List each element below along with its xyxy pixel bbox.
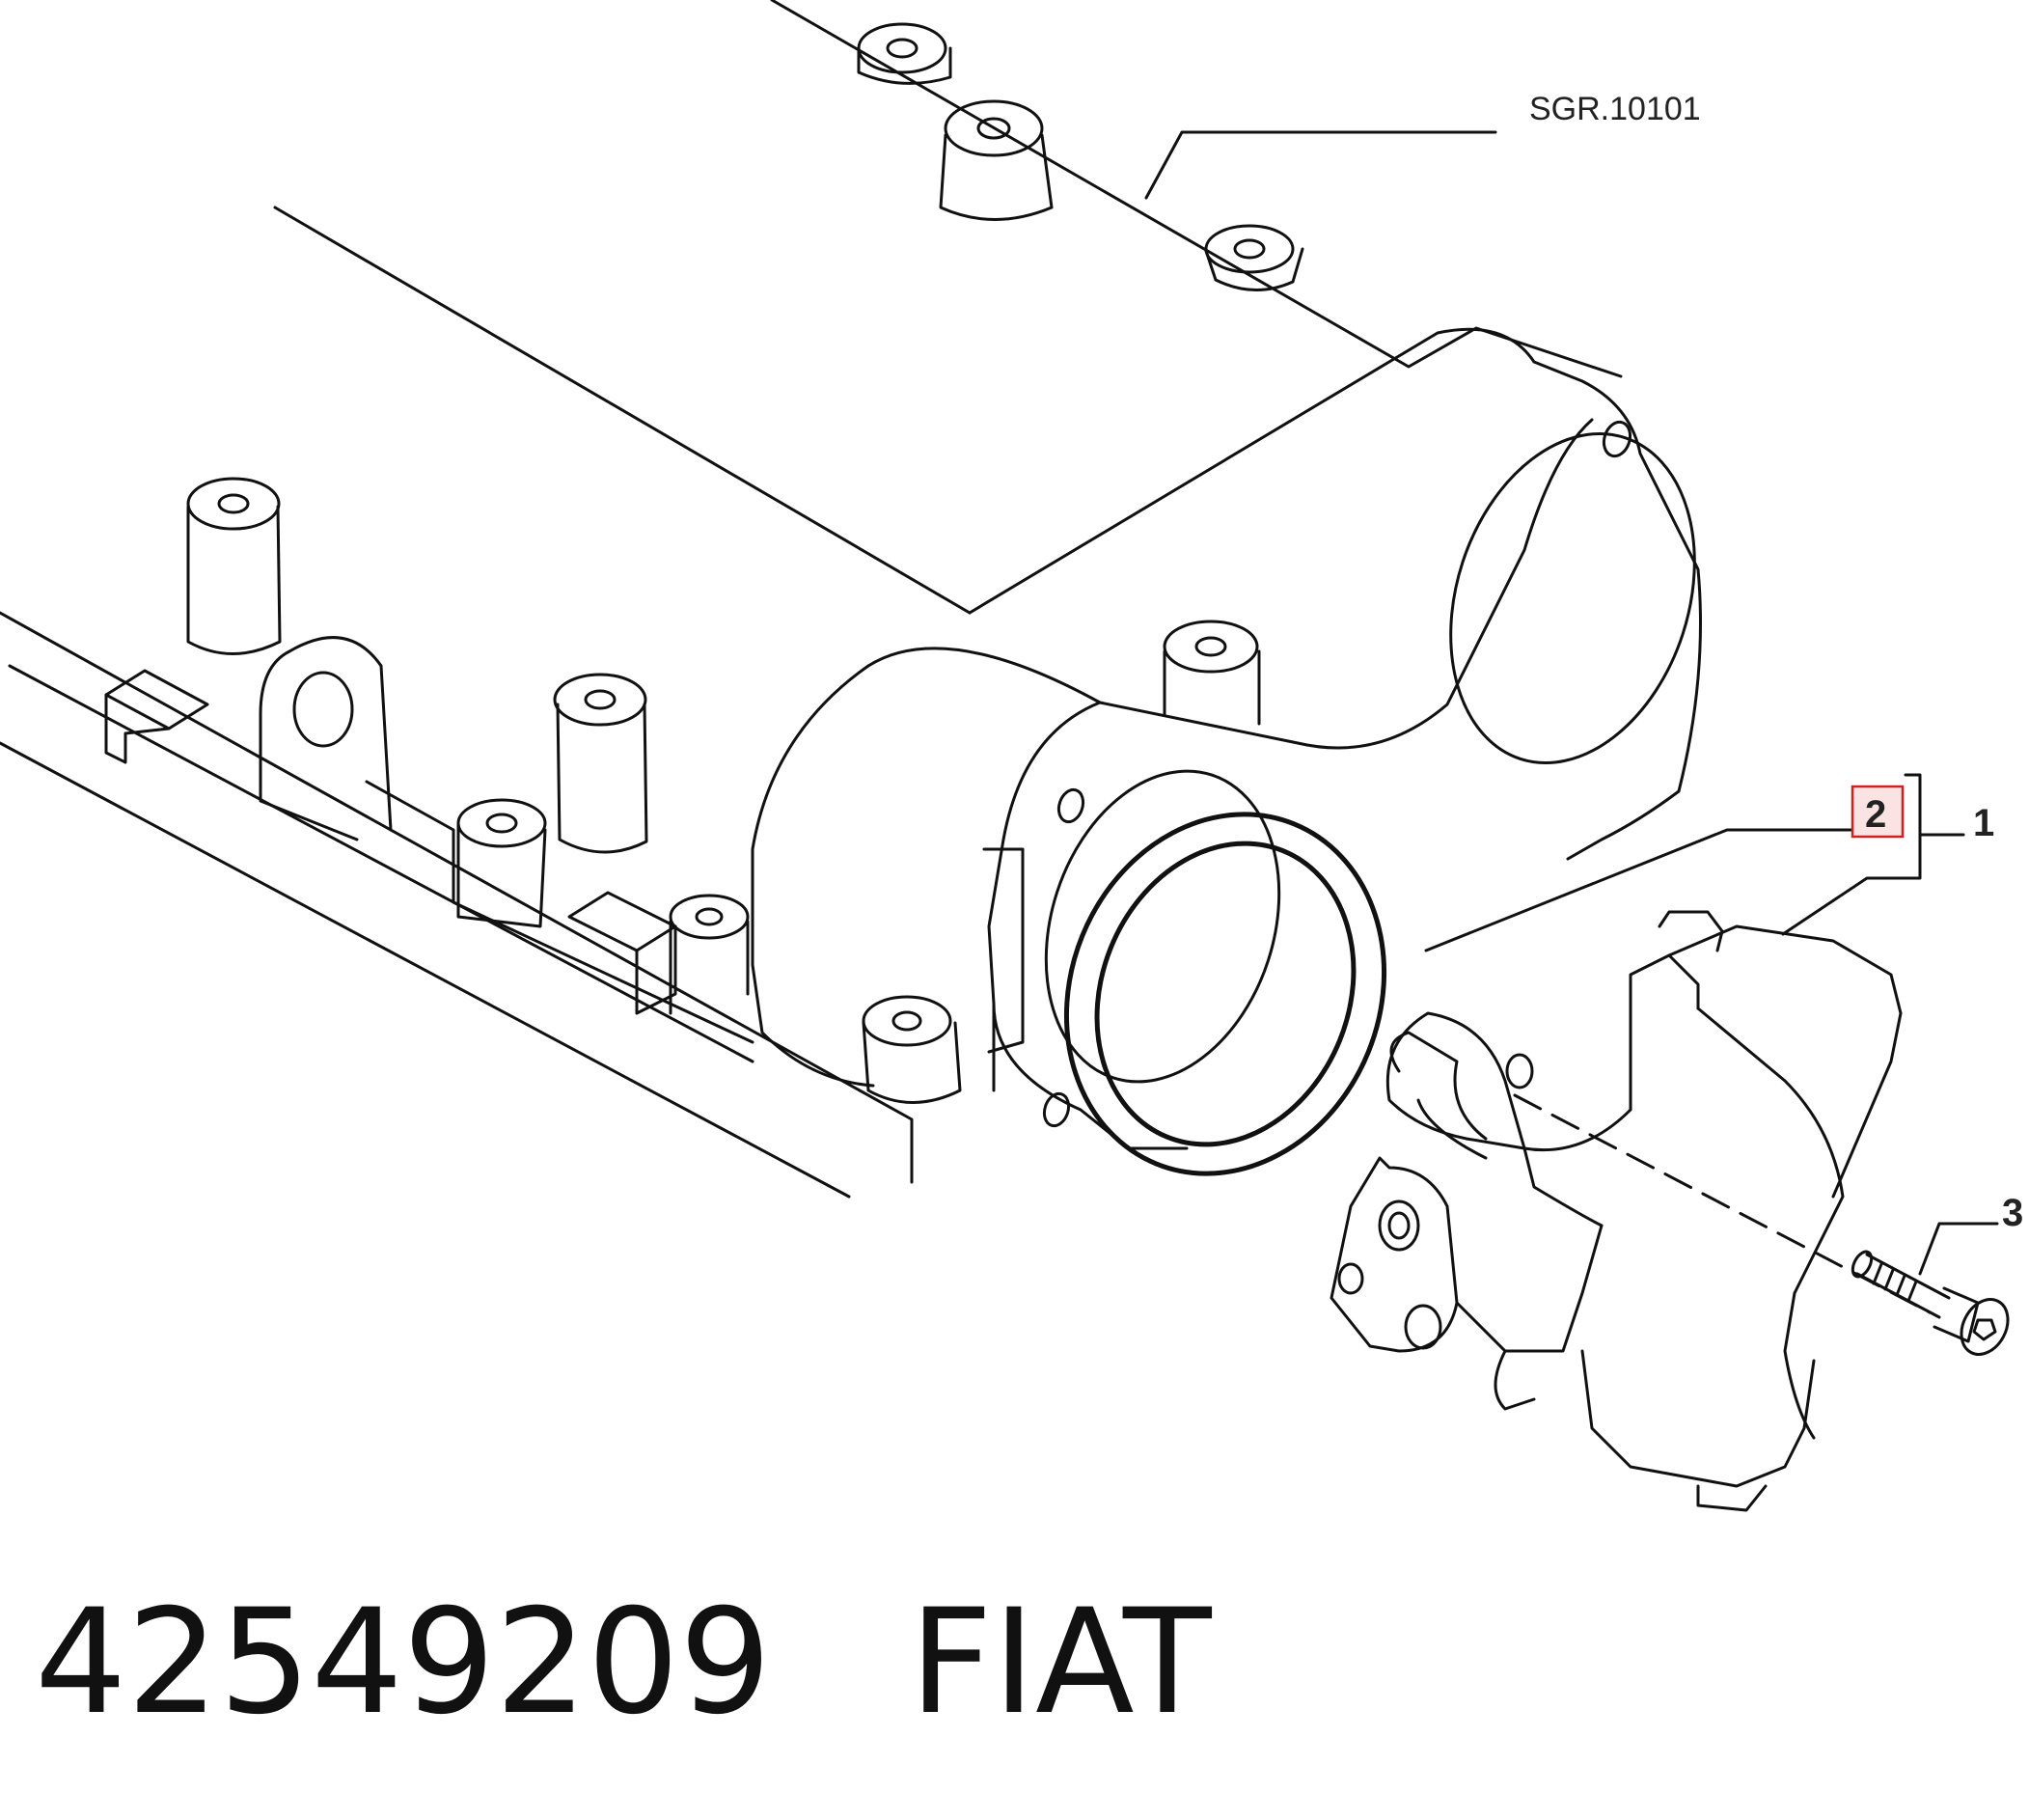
screw-bolt	[1851, 1250, 2010, 1356]
brand-name: FIAT	[909, 1579, 1212, 1747]
callout-label-2[interactable]: 2	[1865, 793, 1886, 836]
reference-label: SGR.10101	[1529, 91, 1701, 127]
mounting-bosses	[186, 22, 1304, 1104]
throttle-body	[1330, 910, 1932, 1512]
callout-label-1[interactable]: 1	[1973, 802, 1994, 844]
intake-manifold	[0, 0, 1702, 1199]
gasket-ring	[1063, 812, 1387, 1176]
leader-lines	[1144, 130, 1999, 1276]
callout-label-3[interactable]: 3	[2002, 1192, 2023, 1234]
callout-2-highlight	[1851, 785, 1905, 839]
part-number: 42549209	[35, 1579, 772, 1747]
part-caption: 42549209 FIAT	[35, 1590, 1212, 1735]
